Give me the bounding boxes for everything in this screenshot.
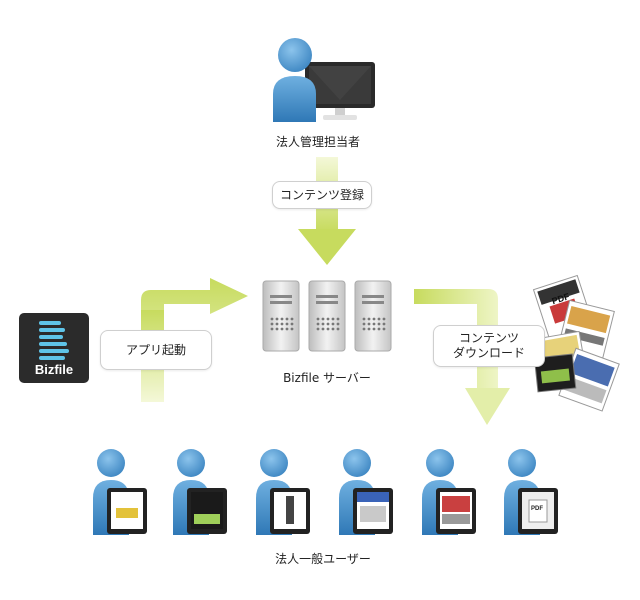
user-icon: PDF: [504, 449, 558, 535]
pdf-label-tablet: PDF: [531, 506, 543, 512]
user-icon: [339, 449, 393, 535]
user-icon: [93, 449, 147, 535]
bizfile-logo-text: Bizfile: [34, 362, 74, 377]
server-icon: [262, 280, 392, 352]
bizfile-b-icon: [39, 321, 69, 360]
register-label: コンテンツ登録: [272, 181, 372, 209]
user-icon: [422, 449, 476, 535]
users-label: 法人一般ユーザー: [275, 552, 371, 566]
admin-label: 法人管理担当者: [275, 135, 360, 149]
download-label-line2: ダウンロード: [452, 346, 525, 360]
user-icon: [173, 449, 227, 535]
launch-label: アプリ起動: [100, 330, 212, 370]
bizfile-logo: Bizfile: [19, 313, 89, 383]
content-documents-icon: PDF: [532, 274, 620, 412]
users-group: PDF: [93, 449, 558, 535]
user-icon: [256, 449, 310, 535]
register-arrow: [298, 157, 356, 265]
download-label-line1: コンテンツ: [458, 331, 519, 345]
download-label: コンテンツ ダウンロード: [433, 325, 545, 367]
server-label: Bizfile サーバー: [283, 371, 371, 385]
admin-person-icon: [273, 38, 375, 122]
